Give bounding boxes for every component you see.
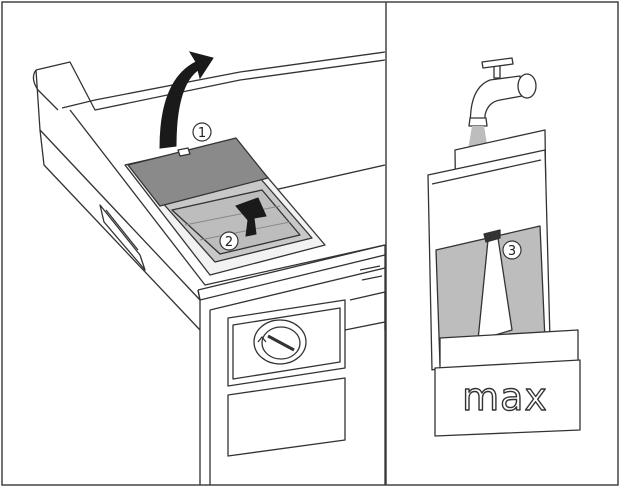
drawer-back-rim [35, 59, 386, 111]
front-inner-line [209, 267, 386, 311]
max-label: max [462, 375, 548, 419]
tank-front-lip [431, 159, 542, 185]
callout-1-label: 1 [198, 126, 206, 141]
drawer-left-lip [32, 69, 59, 111]
callout-1: 1 [192, 122, 212, 142]
water-tank [124, 137, 326, 276]
drawer-floor [69, 109, 386, 286]
lower-box [227, 377, 346, 457]
dial-knob-inner [261, 326, 301, 360]
rib-marks [359, 265, 383, 281]
panel-drawer [32, 51, 386, 485]
lid-tab [177, 147, 191, 157]
tank-ribs [184, 205, 291, 241]
dial-knob [253, 319, 307, 365]
tank-lid [127, 137, 269, 207]
side-handle [99, 204, 146, 271]
right-bracket [349, 291, 386, 330]
front-top-edge [197, 244, 386, 485]
callout-3: 3 [502, 240, 522, 260]
panel-refill: max [427, 57, 581, 437]
front-top-lip [197, 254, 386, 301]
dial-knob-grip [267, 334, 295, 352]
side-handle-inner [105, 209, 139, 251]
water-tap-icon [468, 57, 537, 127]
callout-3-label: 3 [508, 244, 516, 259]
callout-2-label: 2 [225, 235, 233, 250]
drawer-left-wall-lower [39, 129, 201, 331]
callout-2: 2 [219, 231, 239, 251]
control-box-inner [232, 307, 341, 380]
up-arrow-icon [235, 197, 267, 237]
dial-indicator [257, 336, 267, 343]
fill-inlet [483, 229, 501, 243]
control-box [227, 299, 346, 387]
level-marker-box [434, 359, 581, 437]
drawer-back-rim-inner [61, 51, 386, 109]
front-panel-seam [344, 321, 386, 331]
curved-lift-arrow-icon [159, 51, 214, 149]
